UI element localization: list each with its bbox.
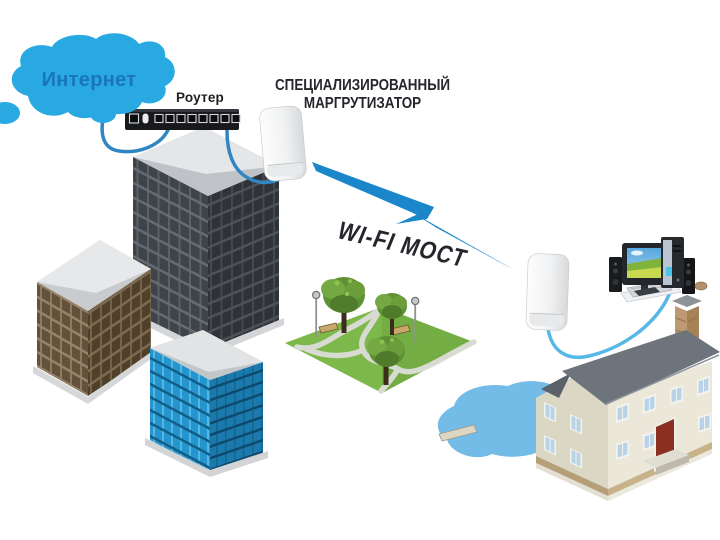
dock — [438, 424, 478, 442]
outdoor-access-point-right — [525, 253, 570, 331]
led-indicator-icon — [142, 113, 149, 124]
park-paths — [294, 307, 477, 394]
ethernet-ports — [154, 113, 241, 124]
house-gable-wall — [536, 377, 608, 489]
house-slab — [536, 463, 608, 501]
speaker — [682, 258, 695, 294]
internet-cloud — [0, 33, 175, 124]
house-roof-left — [541, 373, 571, 398]
house-steps — [643, 449, 689, 475]
country-house — [536, 295, 720, 501]
house-roof — [562, 330, 720, 405]
speaker — [609, 257, 622, 292]
roof-eave-edge — [605, 354, 720, 405]
tree — [321, 277, 365, 333]
monitor — [622, 243, 667, 296]
cable-cloud-to-router — [100, 111, 170, 154]
ethernet-port-icon — [128, 113, 140, 124]
wifi-bridge-lightning-bolt — [312, 162, 516, 271]
mouse — [694, 281, 708, 291]
router-switch — [125, 109, 241, 130]
outdoor-access-point-left — [259, 105, 307, 182]
park-bench — [318, 322, 339, 334]
tree — [367, 336, 405, 385]
city-park — [285, 277, 477, 394]
internet-label: Интернет — [41, 69, 137, 91]
street-lamp — [312, 290, 321, 337]
router-label: Роутер — [176, 90, 224, 105]
desktop-computer — [609, 237, 708, 303]
specialized-router-label: СПЕЦИАЛИЗИРОВАННЫЙ МАРГРУТИЗАТОР — [272, 77, 453, 114]
street-lamp — [411, 296, 420, 343]
tree — [375, 293, 407, 335]
specialized-router-label-line1: СПЕЦИАЛИЗИРОВАННЫЙ — [274, 77, 451, 94]
specialized-router-label-line2: МАРГРУТИЗАТОР — [303, 95, 422, 113]
computer-tower — [661, 237, 684, 288]
house-foundation — [536, 456, 608, 496]
